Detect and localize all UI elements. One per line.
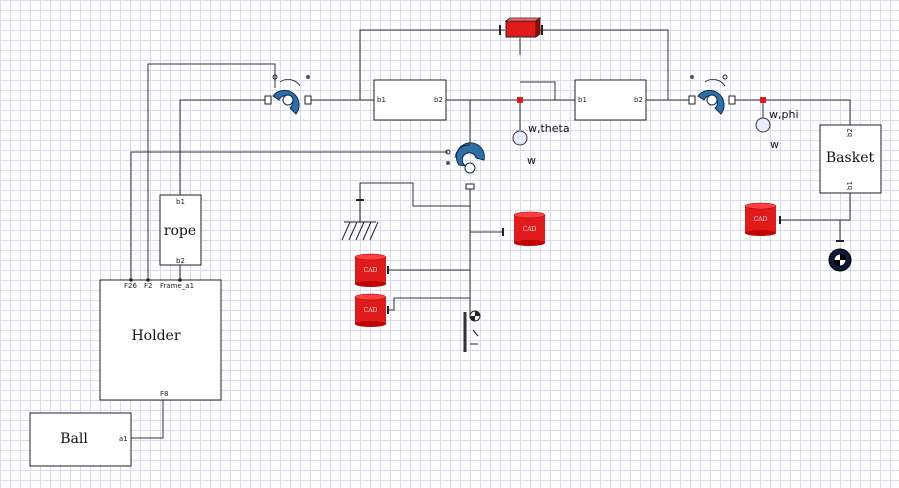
cad-cylinder-2[interactable]: CAD — [354, 253, 389, 287]
joint-block-left[interactable]: b1 b2 — [373, 79, 447, 121]
sensor-theta-label: w,theta — [528, 122, 570, 135]
holder-port-f26: F26 — [124, 282, 137, 290]
basket-block[interactable]: Basket b2 b1 — [819, 124, 882, 194]
sensor-phi[interactable]: w,phi w — [755, 97, 799, 151]
actuator-icon[interactable] — [499, 17, 543, 38]
basket-port-b2: b2 — [846, 128, 854, 137]
wheel-icon[interactable] — [828, 240, 852, 272]
cad-label-1: CAD — [523, 226, 537, 233]
basket-label: Basket — [826, 150, 875, 166]
ball-port-a1: a1 — [119, 435, 128, 443]
joint-block-right[interactable]: b1 b2 — [574, 79, 647, 121]
rope-label: rope — [164, 223, 196, 239]
cad-cylinder-4[interactable]: CAD — [744, 202, 781, 236]
joint-right-port-b1: b1 — [578, 96, 587, 104]
holder-block[interactable]: Holder F26 F2 Frame_a1 F8 — [99, 278, 222, 401]
rope-port-b2: b2 — [176, 257, 185, 265]
cad-cylinder-1[interactable]: CAD — [502, 211, 546, 246]
sensor-theta[interactable]: w,theta w — [512, 97, 570, 167]
rope-port-b1: b1 — [176, 198, 185, 206]
holder-label: Holder — [131, 328, 180, 344]
cad-label-3: CAD — [364, 307, 378, 314]
holder-port-frame-a1: Frame_a1 — [160, 282, 194, 290]
wires — [130, 29, 851, 439]
revolute-joint-icon-right[interactable] — [688, 74, 736, 115]
ground-icon[interactable] — [341, 196, 379, 241]
sensor-phi-sub: w — [770, 138, 779, 151]
ball-label: Ball — [60, 431, 88, 447]
joint-left-port-b1: b1 — [377, 96, 386, 104]
joint-right-port-b2: b2 — [634, 96, 643, 104]
sensor-phi-label: w,phi — [769, 108, 799, 121]
cad-label-2: CAD — [364, 267, 378, 274]
revolute-joint-icon-middle[interactable] — [445, 142, 485, 190]
sensor-theta-sub: w — [527, 154, 536, 167]
revolute-joint-icon-left[interactable] — [264, 74, 312, 115]
cad-cylinder-3[interactable]: CAD — [354, 293, 389, 327]
holder-port-f2: F2 — [144, 282, 152, 290]
cad-label-4: CAD — [754, 216, 768, 223]
holder-port-f8: F8 — [160, 390, 168, 398]
basket-port-b1: b1 — [846, 181, 854, 190]
body-mass-icon[interactable] — [463, 310, 481, 352]
joint-left-port-b2: b2 — [434, 96, 443, 104]
rope-block[interactable]: rope b1 b2 — [159, 194, 202, 280]
ball-block[interactable]: Ball a1 — [29, 412, 132, 467]
